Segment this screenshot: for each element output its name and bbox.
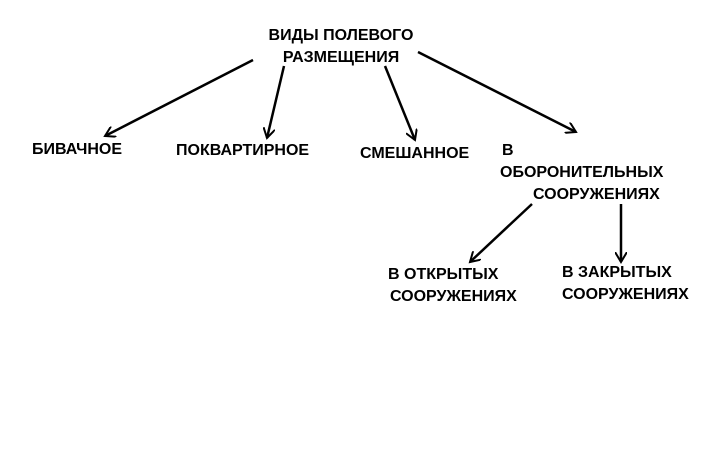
node-defensive-line2: ОБОРОНИТЕЛЬНЫХ [500,164,664,181]
node-open-line2: СООРУЖЕНИЯХ [390,288,517,305]
node-closed: В ЗАКРЫТЫХ СООРУЖЕНИЯХ [562,262,689,306]
node-pokvartirnoe: ПОКВАРТИРНОЕ [176,140,309,162]
arrow-defensive-to-open [470,203,533,262]
arrow-root-to-bivachnoe [105,58,254,136]
node-defensive-line1: В [502,142,514,159]
node-smeshannoe: СМЕШАННОЕ [360,143,469,165]
arrow-root-to-defensive [417,50,576,132]
arrow-root-to-pokvartirnoe [267,65,286,138]
node-closed-line1: В ЗАКРЫТЫХ [562,264,672,281]
node-root-line1: ВИДЫ ПОЛЕВОГО [268,27,414,44]
node-defensive-line3: СООРУЖЕНИЯХ [533,186,660,203]
node-closed-line2: СООРУЖЕНИЯХ [562,286,689,303]
node-pokvartirnoe-label: ПОКВАРТИРНОЕ [176,142,310,159]
arrow-root-to-smeshannoe [383,65,415,140]
node-open-line1: В ОТКРЫТЫХ [388,266,499,283]
node-root: ВИДЫ ПОЛЕВОГО РАЗМЕЩЕНИЯ [238,25,444,69]
node-defensive: В ОБОРОНИТЕЛЬНЫХ СООРУЖЕНИЯХ [500,140,663,206]
node-open: В ОТКРЫТЫХ СООРУЖЕНИЯХ [388,264,517,308]
node-smeshannoe-label: СМЕШАННОЕ [360,145,470,162]
node-root-line2: РАЗМЕЩЕНИЯ [282,49,400,66]
node-bivachnoe: БИВАЧНОЕ [32,139,122,161]
node-bivachnoe-label: БИВАЧНОЕ [32,141,123,158]
